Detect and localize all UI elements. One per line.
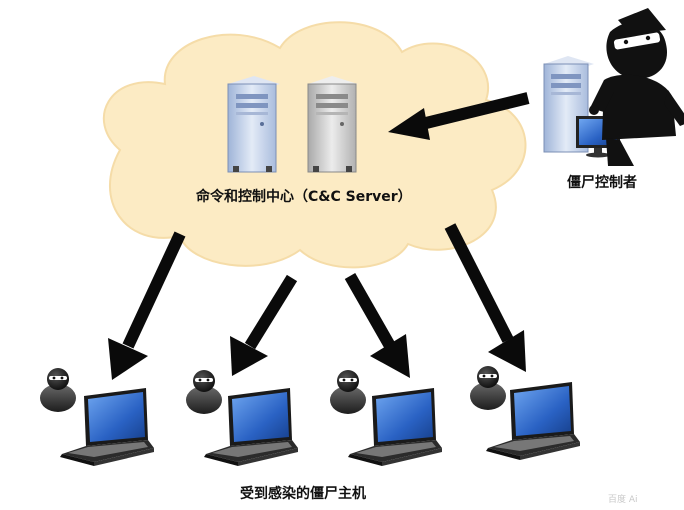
arrow-icon: [388, 92, 530, 140]
infected-host: [186, 370, 298, 466]
controller-label: 僵尸控制者: [567, 175, 637, 191]
infected-host: [330, 370, 442, 466]
infected-hosts-label: 受到感染的僵尸主机: [240, 486, 366, 502]
watermark: 百度 Ai: [608, 495, 638, 505]
server-icon: [307, 76, 358, 173]
hacker-icon: [589, 8, 684, 166]
infected-host: [40, 368, 154, 466]
arrow-icon: [230, 274, 298, 376]
user-icon: [470, 366, 506, 410]
infected-host: [470, 366, 580, 460]
user-icon: [330, 370, 366, 414]
arrow-icon: [108, 231, 186, 380]
cc-server-label: 命令和控制中心（C&C Server）: [196, 189, 412, 205]
user-icon: [40, 368, 76, 412]
user-icon: [186, 370, 222, 414]
arrow-icon: [444, 223, 526, 372]
server-icon: [227, 76, 280, 173]
arrow-icon: [344, 273, 410, 378]
